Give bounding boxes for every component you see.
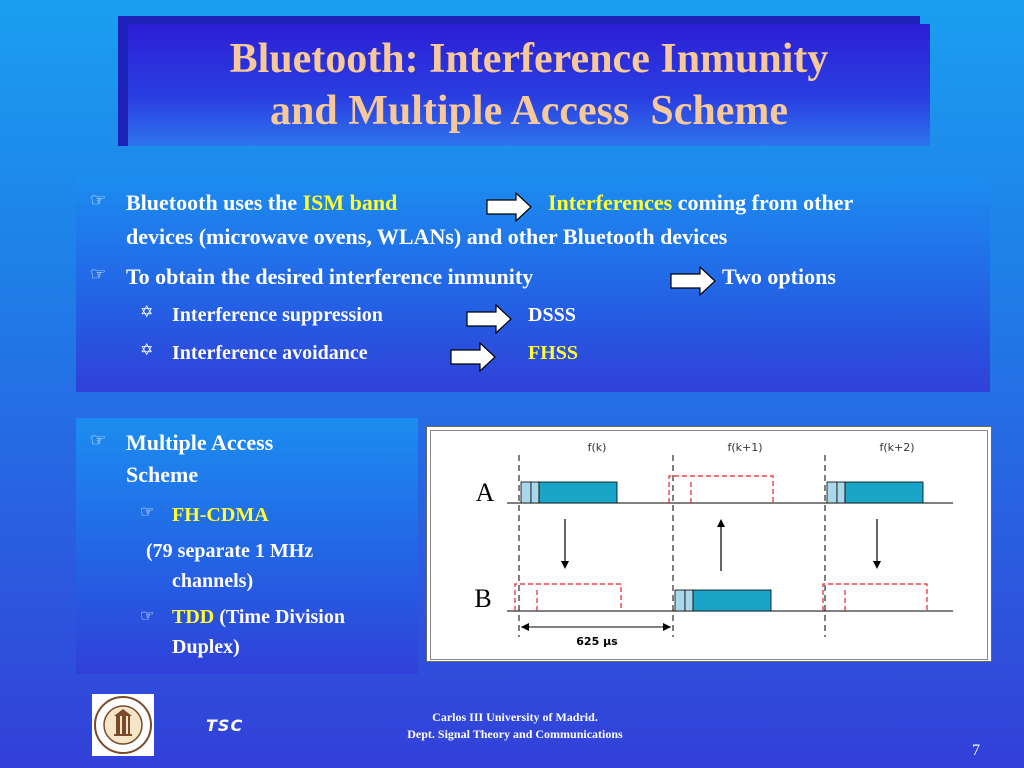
row-a-guard-3 bbox=[826, 481, 838, 504]
freq-label-k: f(k) bbox=[588, 441, 607, 454]
bullet-options: To obtain the desired interference inmun… bbox=[126, 264, 534, 289]
slide-title: Bluetooth: Interference Inmunity and Mul… bbox=[128, 24, 930, 146]
title-line-1: Bluetooth: Interference Inmunity bbox=[229, 36, 829, 82]
tsc-logo: TSC bbox=[206, 716, 244, 735]
diagram-frame bbox=[430, 430, 988, 660]
arrow-down-head-3 bbox=[873, 561, 881, 569]
dimension-left-head bbox=[521, 623, 529, 631]
pointing-hand-icon: ☞ bbox=[90, 190, 107, 210]
multiple-access-line1: Multiple Access bbox=[126, 430, 274, 455]
star-of-david-icon: ✡ bbox=[140, 304, 154, 321]
bullet-ism-line1: Bluetooth uses the ISM band bbox=[126, 186, 397, 220]
sub-avoidance: Interference avoidance bbox=[172, 342, 368, 364]
dsss-text: DSSS bbox=[528, 304, 576, 326]
star-of-david-icon: ✡ bbox=[140, 342, 154, 359]
footer-department: Dept. Signal Theory and Communications bbox=[407, 727, 623, 741]
title-line-2: and Multiple Access Scheme bbox=[270, 88, 788, 134]
row-b-tx-packet-2 bbox=[692, 589, 772, 612]
page-number: 7 bbox=[972, 742, 980, 759]
pointing-hand-icon: ☞ bbox=[90, 264, 107, 284]
row-b-rx-slot-1 bbox=[514, 583, 622, 611]
channels-line2: channels) bbox=[172, 570, 254, 592]
pointing-hand-icon: ☞ bbox=[90, 430, 107, 450]
bullet-text: Bluetooth uses the bbox=[126, 190, 303, 215]
two-options-text: Two options bbox=[722, 264, 836, 289]
fhss-text: FHSS bbox=[528, 342, 579, 364]
tdd-rest: (Time Division bbox=[214, 606, 345, 628]
sub-suppression: Interference suppression bbox=[172, 304, 383, 326]
freq-label-k2: f(k+2) bbox=[879, 441, 914, 454]
row-a-header-1 bbox=[530, 481, 540, 504]
right-arrow-icon bbox=[450, 342, 496, 372]
bullet-ism-line2: devices (microwave ovens, WLANs) and oth… bbox=[126, 224, 728, 249]
pointing-hand-icon: ☞ bbox=[140, 504, 155, 521]
row-a-guard-1 bbox=[520, 481, 532, 504]
channels-line1: (79 separate 1 MHz bbox=[146, 540, 314, 562]
university-logo bbox=[92, 694, 154, 756]
row-a-tx-packet-3 bbox=[844, 481, 924, 504]
row-a-rx-slot bbox=[668, 475, 774, 503]
arrow-down-head-1 bbox=[561, 561, 569, 569]
tdd-highlight: TDD bbox=[172, 606, 215, 628]
row-b-guard-2 bbox=[674, 589, 686, 612]
right-arrow-icon bbox=[486, 192, 532, 222]
interference-panel: ☞ Bluetooth uses the ISM band Interferen… bbox=[76, 176, 990, 392]
dimension-right-head bbox=[663, 623, 671, 631]
diagram-svg: f(k) f(k+1) f(k+2) A B bbox=[474, 441, 953, 648]
freq-label-k1: f(k+1) bbox=[727, 441, 762, 454]
right-arrow-icon bbox=[466, 304, 512, 334]
arrow-up-head bbox=[717, 519, 725, 527]
row-b-rx-slot-3 bbox=[822, 583, 928, 611]
slot-duration-label: 625 μs bbox=[576, 635, 618, 648]
row-b-header-2 bbox=[684, 589, 694, 612]
bullet-ism-line1-cont: Interferences coming from other bbox=[548, 186, 853, 220]
multiple-access-panel: ☞ Multiple Access Scheme ☞ FH-CDMA (79 s… bbox=[76, 418, 418, 674]
row-a-tx-packet-1 bbox=[538, 481, 618, 504]
footer-university: Carlos III University of Madrid. bbox=[432, 710, 598, 724]
ism-band-highlight: ISM band bbox=[302, 190, 398, 215]
tdd-line1: TDD (Time Division bbox=[172, 602, 345, 632]
multiple-access-line2: Scheme bbox=[126, 462, 199, 487]
row-label-b: B bbox=[474, 584, 491, 613]
bullet-text: coming from other bbox=[672, 190, 854, 215]
fh-tdd-diagram: f(k) f(k+1) f(k+2) A B bbox=[426, 426, 992, 662]
university-seal-icon bbox=[94, 696, 152, 754]
interferences-highlight: Interferences bbox=[548, 190, 673, 215]
right-arrow-icon bbox=[670, 266, 716, 296]
tdd-line2: Duplex) bbox=[172, 636, 240, 658]
row-label-a: A bbox=[476, 478, 495, 507]
pointing-hand-icon: ☞ bbox=[140, 608, 155, 625]
fh-cdma-text: FH-CDMA bbox=[172, 504, 269, 526]
row-a-header-3 bbox=[836, 481, 846, 504]
